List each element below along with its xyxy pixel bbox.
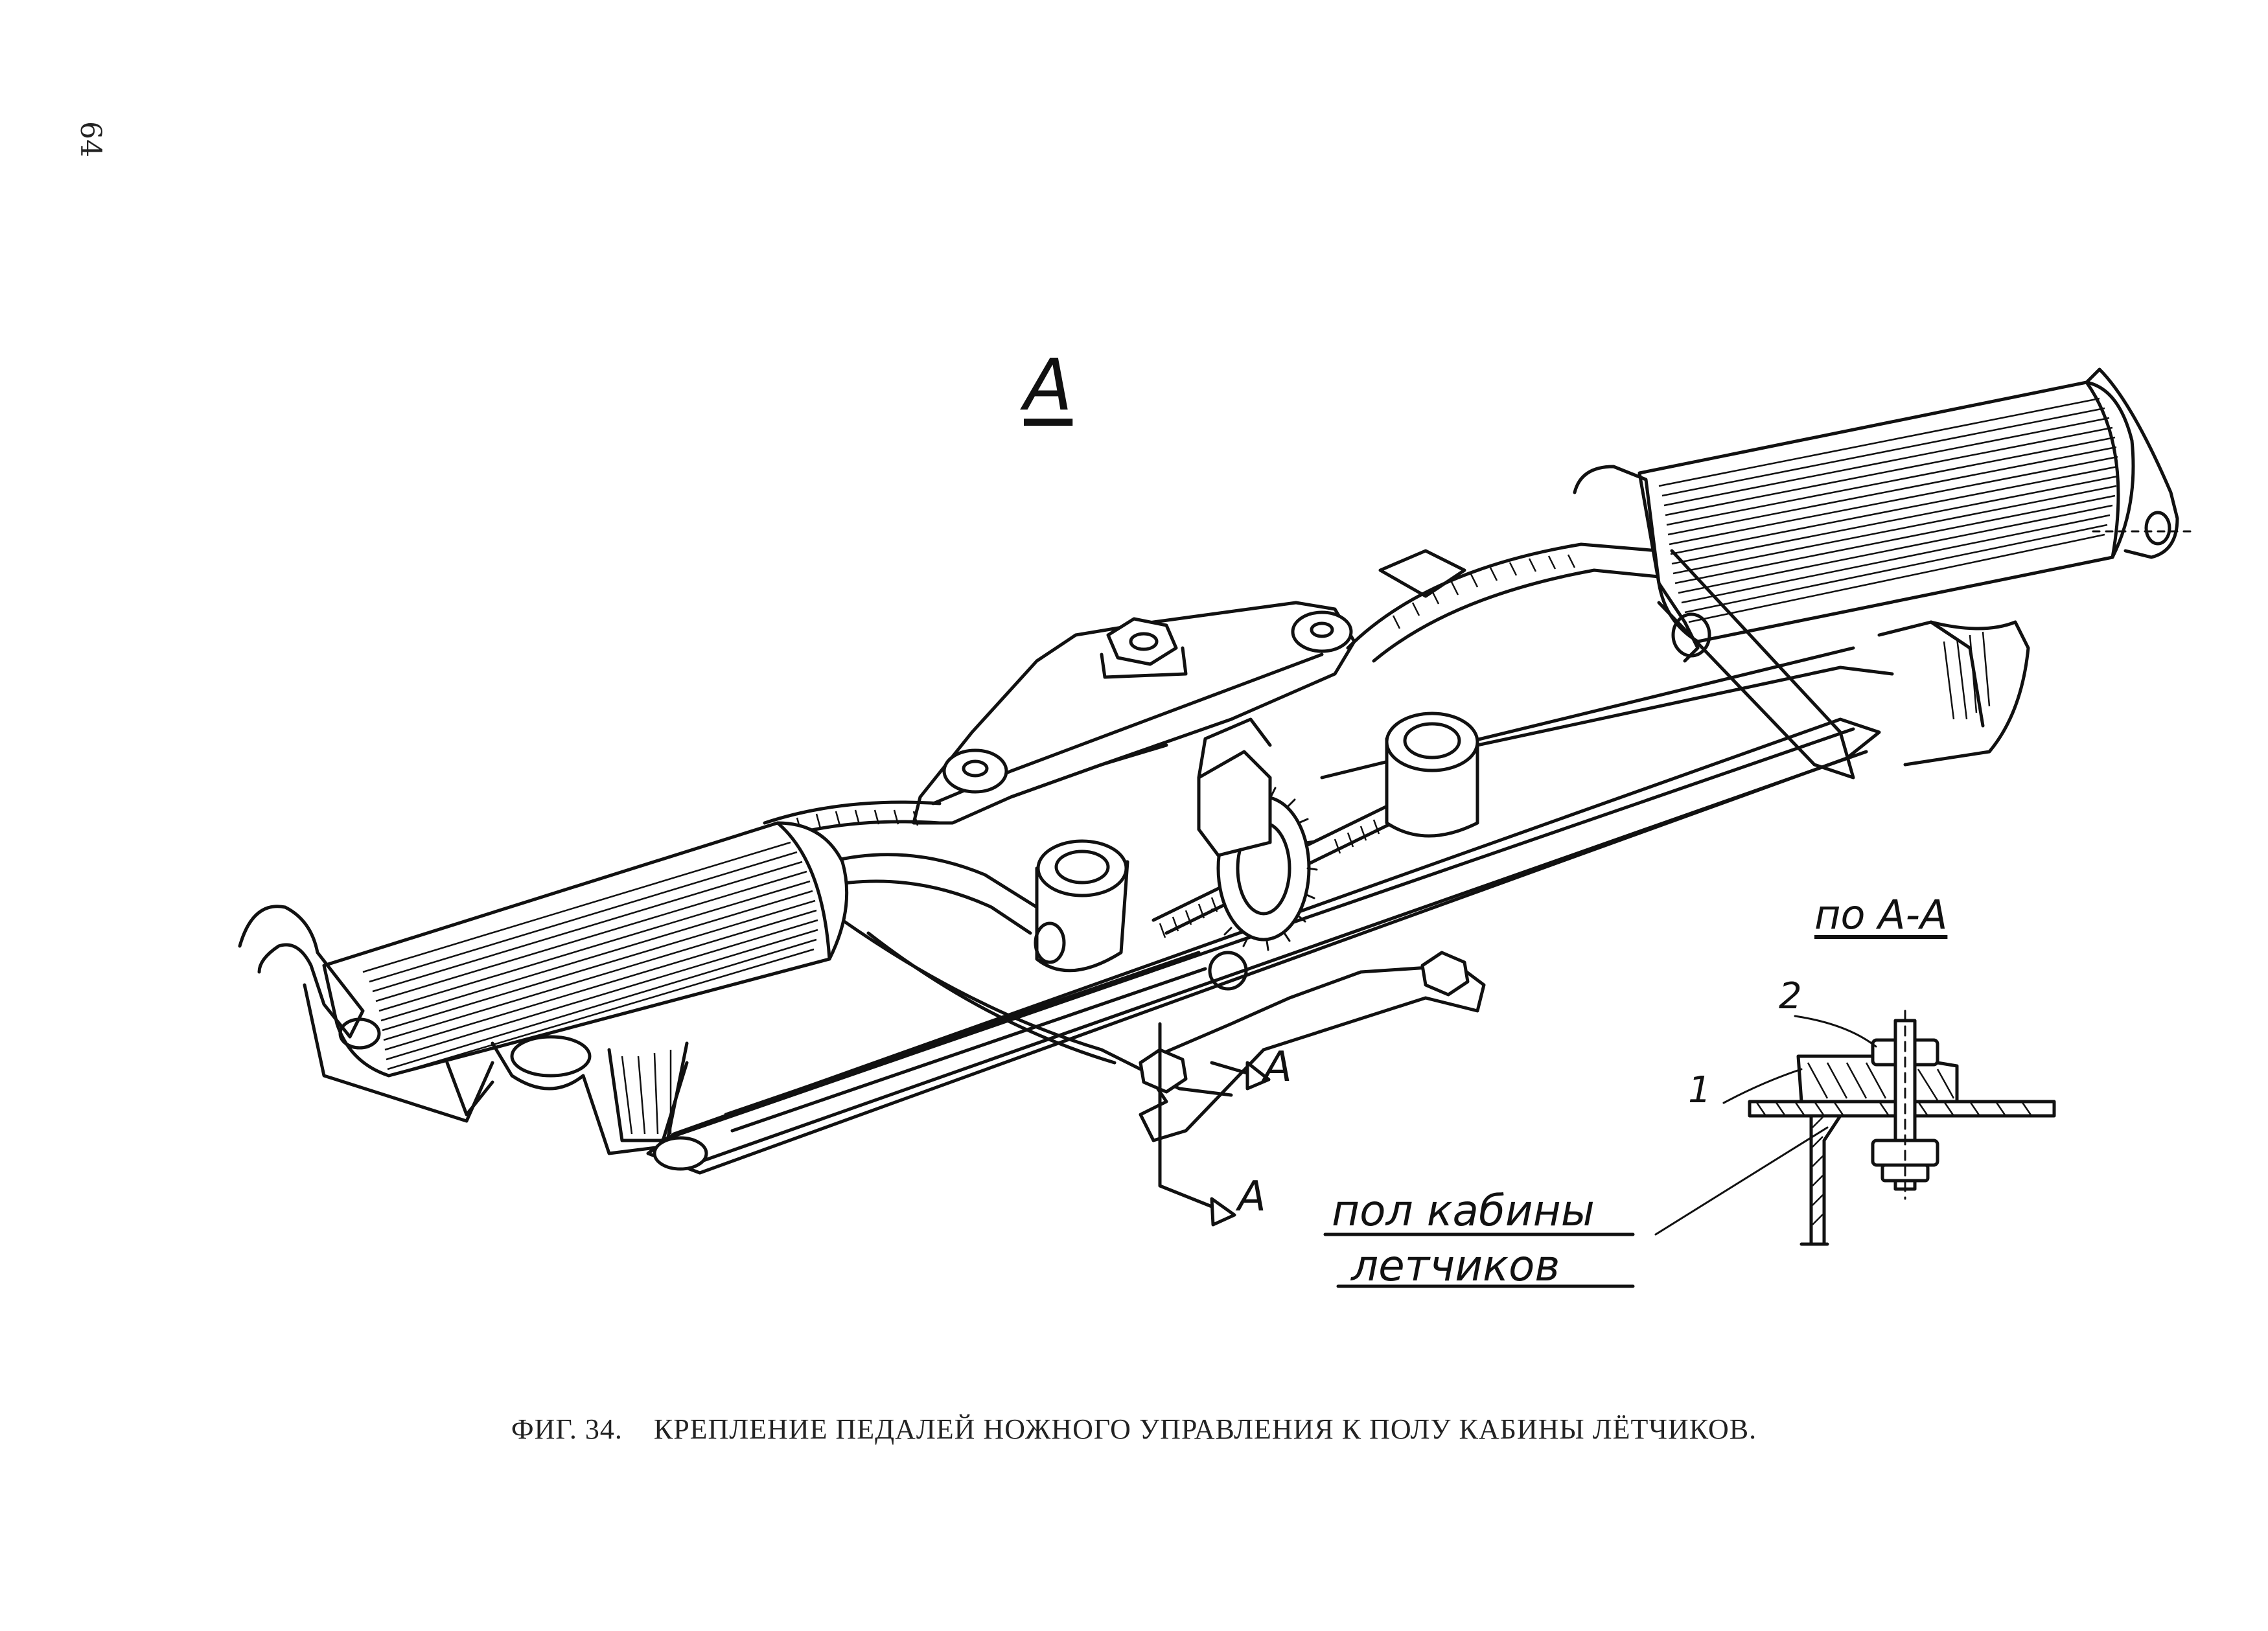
floor-label-line2: летчиков xyxy=(1351,1241,1560,1291)
callout-1: 1 xyxy=(1688,1069,1711,1111)
cut-marker-upper: А xyxy=(1264,1043,1292,1091)
central-rocker xyxy=(912,601,1356,825)
figure-caption: ФИГ. 34. КРЕПЛЕНИЕ ПЕДАЛЕЙ НОЖНОГО УПРАВ… xyxy=(0,1413,2268,1446)
base-frame xyxy=(646,646,1894,1175)
section-a-a-detail xyxy=(1323,1010,2056,1288)
bushing-left xyxy=(1034,839,1129,973)
pedal-left-bracket xyxy=(491,1035,708,1171)
floor-mount-bracket xyxy=(1139,951,1486,1142)
bushing-right xyxy=(1385,711,1479,838)
pedal-left xyxy=(238,821,849,1123)
pedal-right-bracket xyxy=(1877,620,2030,767)
adjustment-screw xyxy=(1151,717,1428,951)
rocker-bolt-left xyxy=(942,748,1008,794)
section-title: по А-А xyxy=(1814,891,1948,938)
rocker-bolt-right xyxy=(1291,610,1353,653)
floor-label-line1: пол кабины xyxy=(1332,1186,1595,1236)
curved-link-upper xyxy=(1346,542,1661,663)
cut-marker-lower: А xyxy=(1238,1173,1266,1221)
view-label: А xyxy=(1024,343,1073,426)
figure-title: КРЕПЛЕНИЕ ПЕДАЛЕЙ НОЖНОГО УПРАВЛЕНИЯ К П… xyxy=(653,1413,1757,1445)
figure-number: ФИГ. 34. xyxy=(511,1413,623,1445)
pedal-right xyxy=(1573,367,2179,780)
section-cut-line xyxy=(1158,1022,1271,1227)
callout-2: 2 xyxy=(1779,975,1802,1017)
screw-housing xyxy=(1197,717,1272,857)
rocker-bolt-upper xyxy=(1100,617,1188,679)
